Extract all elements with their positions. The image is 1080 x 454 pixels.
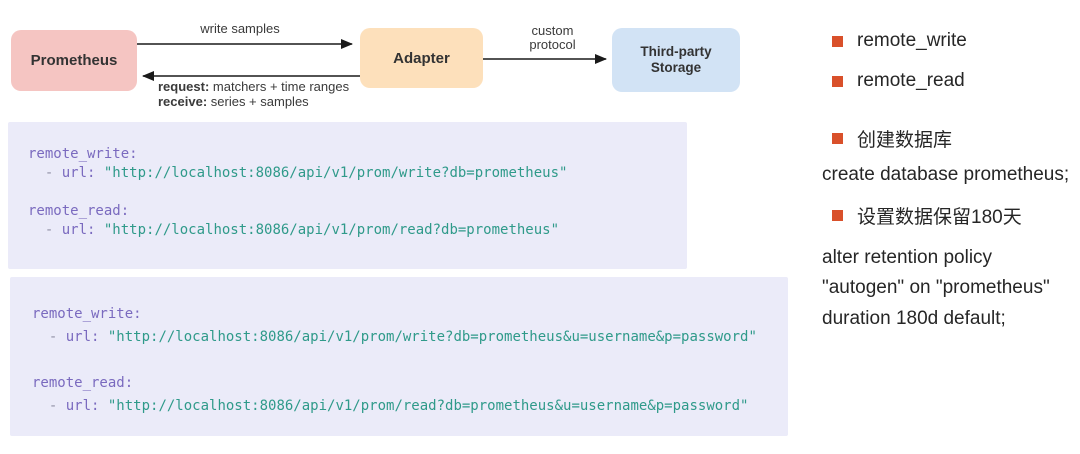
request-label-bold: request: — [158, 79, 210, 94]
notes-panel: remote_write remote_read 创建数据库 create da… — [820, 0, 1078, 454]
yaml-string: "http://localhost:8086/api/v1/prom/write… — [103, 165, 568, 181]
write-samples-label: write samples — [200, 21, 280, 36]
yaml-string: "http://localhost:8086/api/v1/prom/write… — [107, 329, 757, 345]
list-item: remote_read — [820, 70, 965, 92]
code-line: - url: "http://localhost:8086/api/v1/pro… — [28, 164, 687, 183]
adapter-box-label: Adapter — [393, 49, 450, 67]
list-item-label: remote_write — [857, 30, 967, 51]
bullet-square-icon — [832, 75, 843, 87]
yaml-key: url: — [65, 398, 108, 414]
list-item: 创建数据库 — [820, 125, 952, 152]
yaml-dash: - — [28, 165, 62, 181]
yaml-key: remote_write: — [32, 306, 142, 322]
yaml-config-block-plain: remote_write: - url: "http://localhost:8… — [8, 122, 687, 269]
custom-protocol-label-line2: protocol — [529, 37, 576, 52]
code-line: - url: "http://localhost:8086/api/v1/pro… — [32, 326, 788, 349]
yaml-config-block-auth: remote_write: - url: "http://localhost:8… — [10, 277, 788, 436]
receive-label-rest: series + samples — [207, 94, 309, 109]
yaml-key: remote_read: — [32, 375, 134, 391]
code-line: remote_read: — [32, 372, 788, 395]
storage-box-label-line2: Storage — [650, 60, 702, 75]
yaml-string: "http://localhost:8086/api/v1/prom/read?… — [107, 398, 749, 414]
adapter-box: Adapter — [360, 28, 483, 88]
list-item: alter retention policy — [820, 247, 992, 269]
code-line: remote_write: — [28, 145, 687, 164]
list-item-label: create database prometheus; — [822, 164, 1070, 185]
yaml-key: url: — [61, 165, 104, 181]
yaml-dash: - — [32, 329, 66, 345]
yaml-dash: - — [28, 222, 62, 238]
yaml-key: url: — [61, 222, 104, 238]
bullet-square-icon — [832, 35, 843, 47]
code-blank-line — [28, 183, 687, 202]
code-line: remote_read: — [28, 202, 687, 221]
storage-box-label-line1: Third-party — [640, 44, 712, 59]
list-item: duration 180d default; — [820, 308, 1006, 330]
receive-label-row: receive: series + samples — [158, 94, 349, 109]
yaml-dash: - — [32, 398, 66, 414]
code-line: remote_write: — [32, 303, 788, 326]
code-line: - url: "http://localhost:8086/api/v1/pro… — [32, 395, 788, 418]
third-party-storage-box: Third-party Storage — [612, 28, 740, 92]
yaml-key: url: — [65, 329, 108, 345]
list-item-label: "autogen" on "prometheus" — [822, 277, 1050, 298]
yaml-key: remote_write: — [28, 146, 138, 162]
list-item-label: alter retention policy — [822, 247, 993, 268]
architecture-diagram: Prometheus Adapter Third-party Storage w… — [0, 0, 790, 118]
code-blank-line — [32, 349, 788, 372]
code-line: - url: "http://localhost:8086/api/v1/pro… — [28, 221, 687, 240]
prometheus-box-label: Prometheus — [30, 52, 118, 69]
list-item: create database prometheus; — [820, 164, 1069, 186]
custom-protocol-label: custom protocol — [505, 24, 600, 52]
list-item: 设置数据保留180天 — [820, 202, 1022, 229]
bullet-square-icon — [832, 210, 843, 221]
list-item-label: 创建数据库 — [857, 130, 953, 151]
bullet-square-icon — [832, 133, 843, 144]
custom-protocol-label-line1: custom — [531, 23, 574, 38]
list-item-label: 设置数据保留180天 — [857, 207, 1022, 228]
receive-label-bold: receive: — [158, 94, 208, 109]
request-label-row: request: matchers + time ranges — [158, 79, 349, 94]
list-item-label: duration 180d default; — [822, 308, 1006, 329]
request-receive-label: request: matchers + time ranges receive:… — [158, 79, 349, 109]
list-item: "autogen" on "prometheus" — [820, 277, 1050, 299]
prometheus-box: Prometheus — [11, 30, 137, 91]
yaml-string: "http://localhost:8086/api/v1/prom/read?… — [103, 222, 560, 238]
list-item-label: remote_read — [857, 70, 965, 91]
yaml-key: remote_read: — [28, 203, 130, 219]
list-item: remote_write — [820, 30, 967, 52]
request-label-rest: matchers + time ranges — [209, 79, 350, 94]
